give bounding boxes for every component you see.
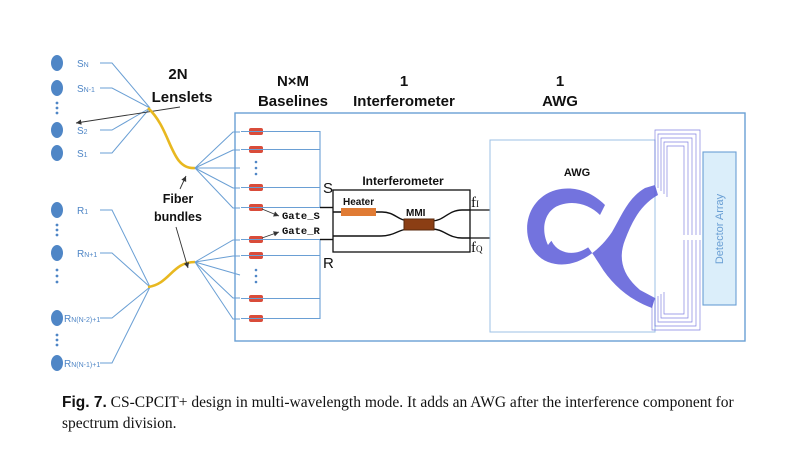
source-labels: SN SN-1 S2 S1 R1 RN+1 RN(N-2)+1 RN(N-1)+… xyxy=(64,59,100,370)
interferometer-count: 1 xyxy=(400,73,408,90)
switch-element xyxy=(241,128,268,135)
source-dot xyxy=(51,310,63,326)
output-fq-label: fQ xyxy=(471,240,483,256)
fan-out-lines xyxy=(194,131,241,320)
column-headers: 2N Lenslets N×M Baselines 1 Interferomet… xyxy=(152,66,578,110)
source-label-r1: R1 xyxy=(77,206,88,217)
gate-s-pointer xyxy=(261,208,280,217)
source-label-rn(n-1)+1: RN(N-1)+1 xyxy=(64,359,100,370)
source-label-sn-1: SN-1 xyxy=(77,84,95,95)
ellipsis-dots xyxy=(55,101,59,347)
awg-region xyxy=(489,139,656,333)
fiber-pointer-top xyxy=(179,175,187,190)
port-s-label: S xyxy=(323,180,333,197)
source-dots xyxy=(51,55,63,371)
interferometer-box-title: Interferometer xyxy=(362,174,444,188)
awg-device xyxy=(527,185,658,308)
mmi-element xyxy=(403,218,435,231)
source-label-s1: S1 xyxy=(77,149,88,160)
baselines-header: Baselines xyxy=(258,93,328,110)
source-beams xyxy=(100,62,151,364)
heater-element xyxy=(341,208,376,216)
switch-element xyxy=(241,236,268,243)
switch-element xyxy=(241,146,268,153)
port-labels: S R xyxy=(323,180,334,272)
chip-outline xyxy=(234,112,746,342)
source-dot xyxy=(51,245,63,261)
source-label-rn(n-2)+1: RN(N-2)+1 xyxy=(64,314,100,325)
interferometer-header: Interferometer xyxy=(353,93,455,110)
awg-count: 1 xyxy=(556,73,564,90)
switch-element xyxy=(241,252,268,259)
fiber-pointer-bottom xyxy=(175,226,190,269)
detector-array xyxy=(702,151,737,306)
gate-s-label: Gate_S xyxy=(282,211,320,223)
switch-element xyxy=(241,295,268,302)
detector-array-label: Detector Array xyxy=(714,193,726,264)
heater-label: Heater xyxy=(343,197,374,208)
source-dot xyxy=(51,145,63,161)
port-r-label: R xyxy=(323,255,334,272)
source-dot xyxy=(51,122,63,138)
fiber-label-line1: Fiber xyxy=(163,192,194,206)
awg-header: AWG xyxy=(542,93,578,110)
baseline-switches xyxy=(241,128,268,322)
gate-labels: Gate_S Gate_R xyxy=(282,211,321,238)
source-dot xyxy=(51,80,63,96)
fiber-bundles-label: Fiber bundles xyxy=(154,192,202,224)
output-labels: fI fQ xyxy=(471,195,483,256)
source-label-sn: SN xyxy=(77,59,89,70)
figure-caption: Fig. 7. CS-CPCIT+ design in multi-wavele… xyxy=(62,392,752,434)
switch-element xyxy=(241,315,268,322)
fiber-label-line2: bundles xyxy=(154,210,202,224)
awg-label: AWG xyxy=(564,167,590,179)
lenslets-header: Lenslets xyxy=(152,89,213,106)
switch-element xyxy=(241,204,268,211)
interferometer-waveguides xyxy=(320,206,470,241)
mmi-label: MMI xyxy=(406,208,426,219)
source-label-rn+1: RN+1 xyxy=(77,249,97,260)
collector-bus xyxy=(268,130,321,320)
output-fi-label: fI xyxy=(471,195,479,211)
interferometer-box xyxy=(332,189,471,253)
lenslets-count: 2N xyxy=(168,66,187,83)
caption-text: CS-CPCIT+ design in multi-wavelength mod… xyxy=(62,394,734,432)
switch-ellipsis xyxy=(254,160,258,284)
source-dot xyxy=(51,202,63,218)
switch-element xyxy=(241,184,268,191)
gate-r-label: Gate_R xyxy=(282,226,321,238)
awg-output-routing xyxy=(651,129,701,331)
output-waveguides xyxy=(470,209,490,239)
source-label-s2: S2 xyxy=(77,126,88,137)
source-dot xyxy=(51,355,63,371)
lenslets-pointer xyxy=(75,106,181,125)
baselines-count: N×M xyxy=(277,73,309,90)
gate-r-pointer xyxy=(261,231,280,239)
figure-number: Fig. 7. xyxy=(62,394,107,411)
source-dot xyxy=(51,55,63,71)
fiber-bundles xyxy=(147,107,196,289)
